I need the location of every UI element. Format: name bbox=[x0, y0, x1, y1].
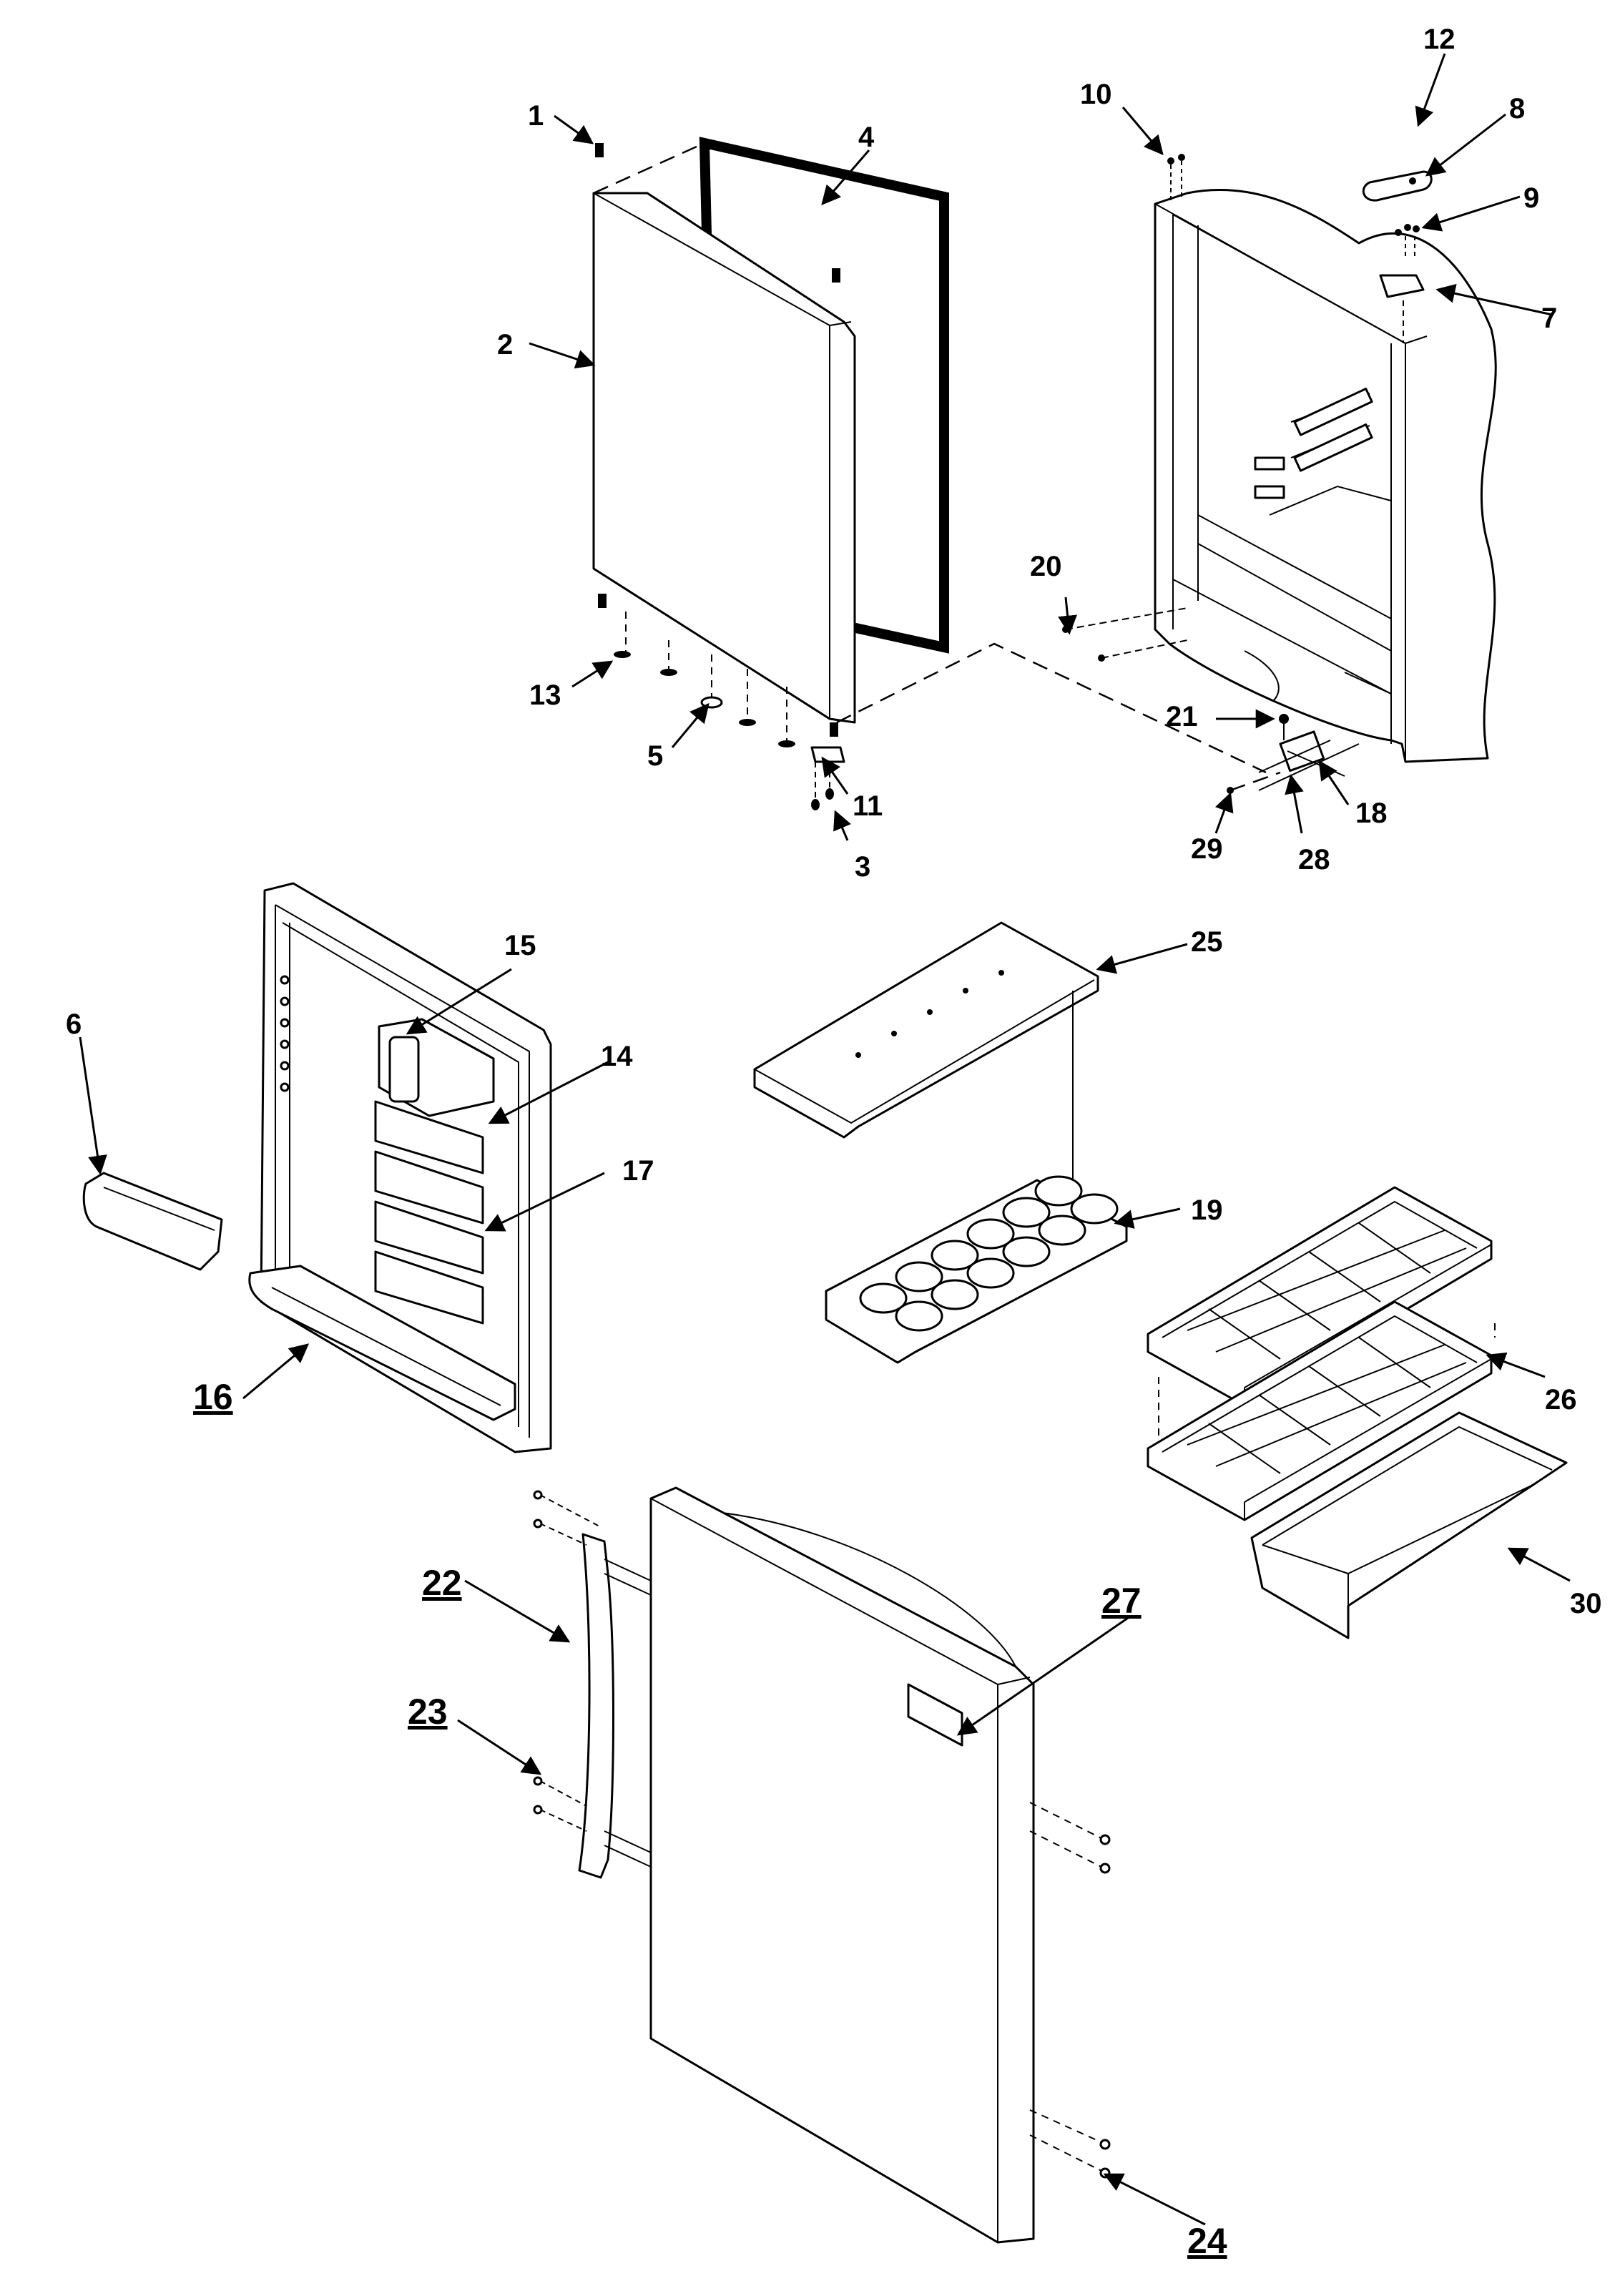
outer-door bbox=[649, 1486, 1035, 2244]
door-shelf-stack bbox=[374, 1018, 495, 1325]
callout-27: 27 bbox=[1101, 1581, 1142, 1621]
callout-17: 17 bbox=[622, 1155, 654, 1187]
egg-cups bbox=[859, 1175, 1119, 1332]
callout-18: 18 bbox=[1355, 798, 1388, 829]
callout-11: 11 bbox=[853, 790, 883, 822]
door-bottom-fasteners bbox=[614, 612, 795, 747]
callout-24: 24 bbox=[1187, 2221, 1227, 2261]
callout-12: 12 bbox=[1423, 24, 1455, 55]
door-rail bbox=[248, 1265, 516, 1421]
liner-dimples bbox=[280, 975, 290, 1092]
door-panel-assembly bbox=[592, 137, 949, 810]
callout-3: 3 bbox=[855, 851, 870, 883]
screw-icon bbox=[832, 268, 840, 283]
door-handle bbox=[578, 1533, 614, 1879]
callout-19: 19 bbox=[1191, 1194, 1223, 1226]
callout-8: 8 bbox=[1509, 93, 1525, 124]
door-side-screws bbox=[1029, 1802, 1111, 2179]
callout-6: 6 bbox=[66, 1009, 82, 1040]
bottom-hinge bbox=[810, 746, 845, 763]
callout-23: 23 bbox=[408, 1692, 448, 1732]
inner-door-panel bbox=[592, 192, 856, 724]
ice-trays bbox=[1147, 1186, 1496, 1521]
screw-icon bbox=[595, 143, 604, 157]
callout-20: 20 bbox=[1030, 551, 1062, 582]
freezer-shelf bbox=[753, 921, 1099, 1139]
shelf-holes bbox=[855, 970, 1004, 1058]
callout-26: 26 bbox=[1545, 1384, 1577, 1416]
label-plate bbox=[907, 1683, 963, 1747]
callout-15: 15 bbox=[504, 930, 536, 961]
callout-13: 13 bbox=[529, 680, 561, 711]
outer-door-assembly bbox=[533, 1486, 1111, 2244]
top-hinge bbox=[1379, 274, 1425, 298]
callout-16: 16 bbox=[193, 1377, 233, 1417]
freezer-accessories bbox=[753, 921, 1568, 1639]
callout-4: 4 bbox=[858, 122, 875, 153]
leader-lines bbox=[79, 53, 1571, 2226]
callout-7: 7 bbox=[1541, 303, 1557, 334]
callout-22: 22 bbox=[422, 1563, 462, 1603]
hinge-cover bbox=[1362, 170, 1433, 202]
screw-icon bbox=[830, 722, 838, 737]
callout-10: 10 bbox=[1080, 79, 1112, 110]
cabinet-assembly bbox=[1062, 154, 1497, 794]
callout-2: 2 bbox=[497, 329, 513, 360]
door-bin bbox=[82, 1172, 223, 1271]
screw-icon bbox=[598, 594, 607, 608]
callout-25: 25 bbox=[1191, 926, 1223, 958]
door-liner-assembly bbox=[82, 882, 552, 1453]
callout-1: 1 bbox=[528, 100, 544, 132]
callout-21: 21 bbox=[1166, 701, 1198, 732]
callout-9: 9 bbox=[1523, 182, 1539, 214]
callout-28: 28 bbox=[1298, 844, 1330, 875]
callout-5: 5 bbox=[647, 740, 663, 772]
callout-14: 14 bbox=[601, 1041, 633, 1072]
callout-labels: 1 2 3 4 5 6 7 8 9 10 11 12 13 14 15 16 1… bbox=[66, 24, 1602, 2261]
callout-29: 29 bbox=[1191, 833, 1223, 865]
ice-bin bbox=[1250, 1411, 1568, 1639]
callout-30: 30 bbox=[1570, 1588, 1602, 1619]
cabinet-outline bbox=[1154, 189, 1497, 763]
